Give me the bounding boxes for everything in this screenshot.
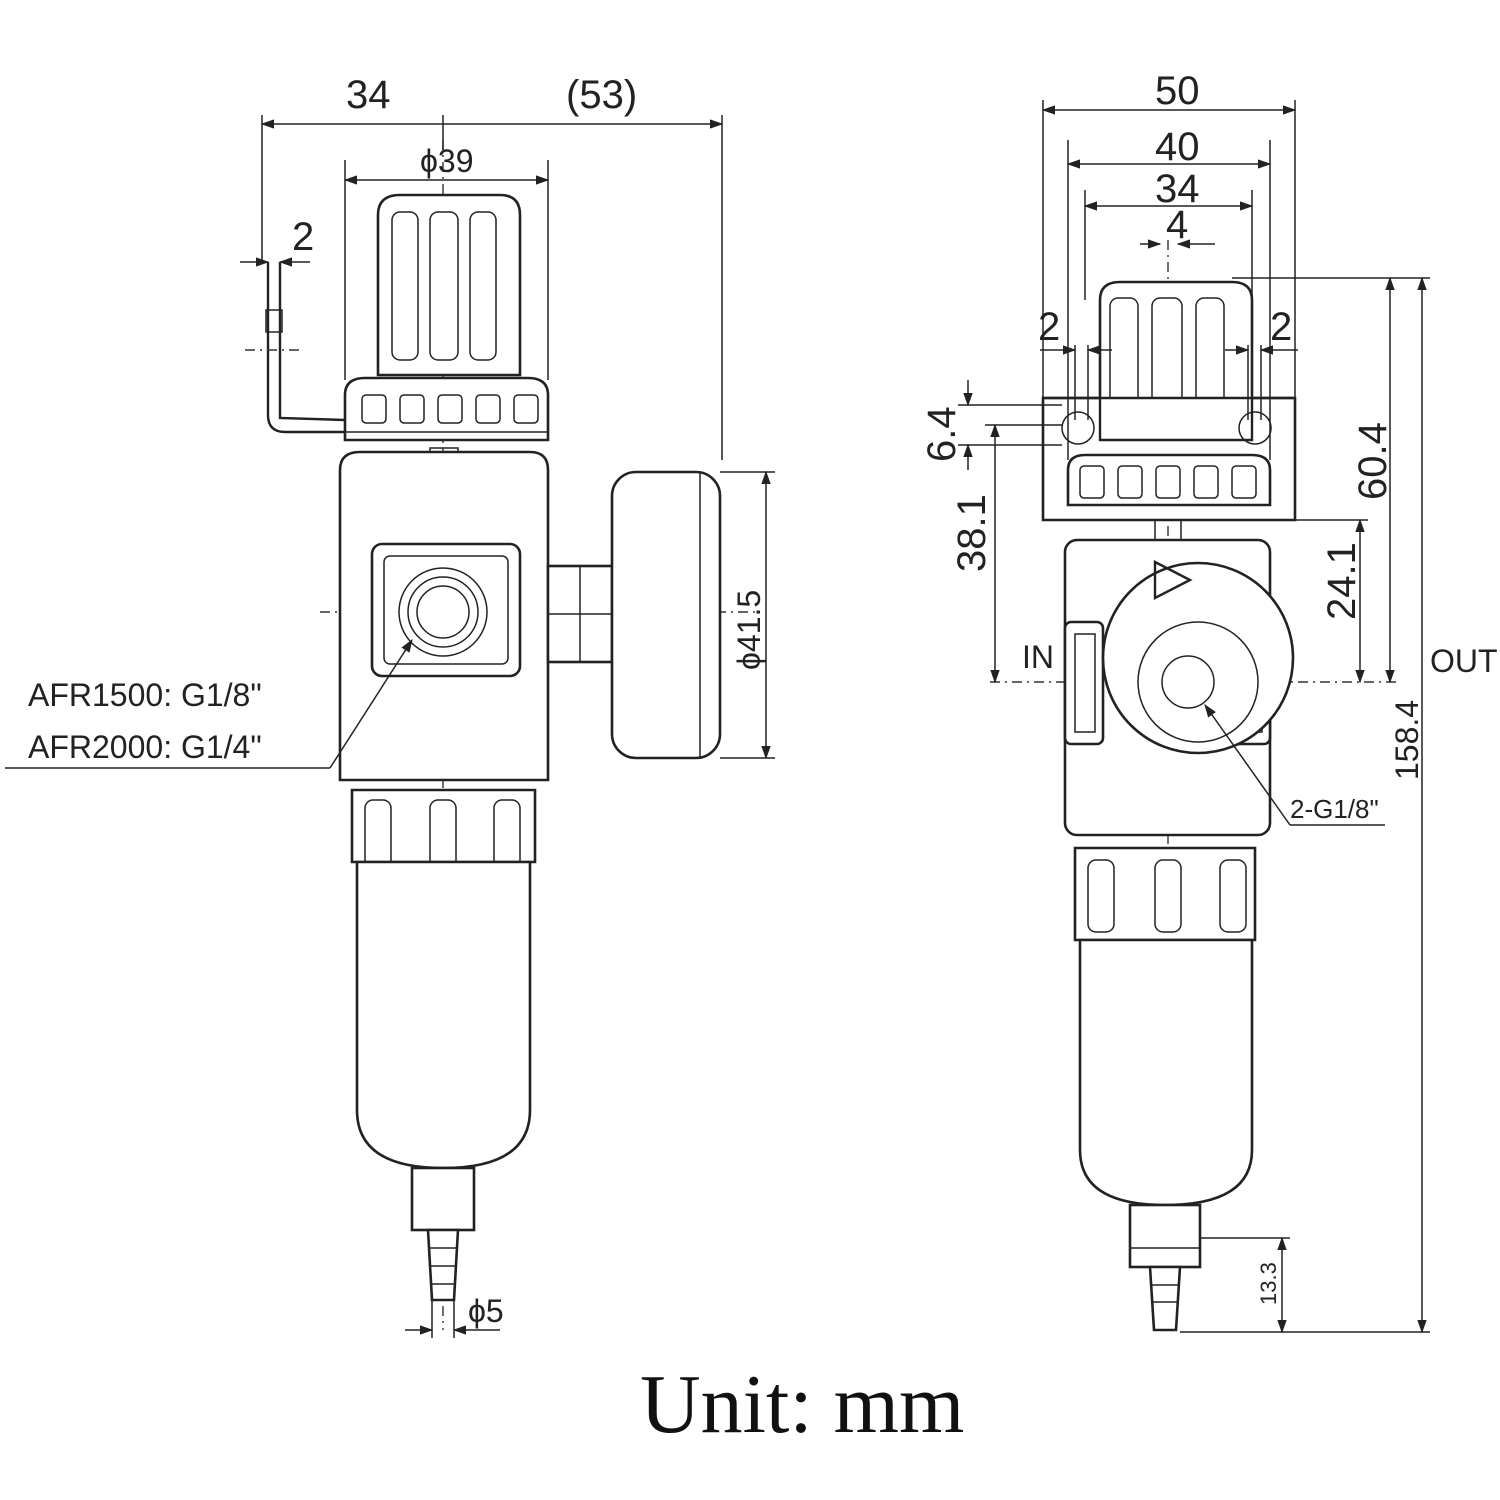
out-label: OUT	[1430, 643, 1498, 679]
dim-knob-diameter: ϕ39	[420, 143, 474, 179]
dim-drain-diameter: ϕ5	[468, 1293, 504, 1329]
dim-gap-left: 2	[1038, 305, 1060, 349]
dim-height-13-3: 13.3	[1256, 1262, 1281, 1305]
dim-height-158-4: 158.4	[1389, 700, 1425, 780]
dim-side-width-4: 4	[1166, 203, 1188, 247]
dim-front-width-right: (53)	[566, 73, 637, 117]
dim-side-width-50: 50	[1155, 69, 1200, 113]
dim-side-width-34: 34	[1155, 167, 1200, 211]
dim-height-60-4: 60.4	[1351, 422, 1395, 500]
gauge-port-label: 2-G1/8"	[1290, 794, 1379, 824]
dim-height-6-4: 6.4	[920, 406, 964, 462]
port-label-afr2000: AFR2000: G1/4"	[28, 729, 262, 765]
in-label: IN	[1022, 639, 1054, 675]
front-view: 34 (53) ϕ39 2 ϕ41.5 AFR1500: G1/8" AFR20…	[5, 73, 775, 1338]
port-label-afr1500: AFR1500: G1/8"	[28, 677, 262, 713]
dim-side-width-40: 40	[1155, 125, 1200, 169]
dim-bracket-gap: 2	[292, 215, 314, 259]
unit-label: Unit: mm	[640, 1358, 964, 1451]
dim-gauge-diameter: ϕ41.5	[731, 590, 767, 670]
dim-front-width-left: 34	[346, 73, 391, 117]
dim-height-24-1: 24.1	[1320, 542, 1364, 620]
dim-height-38-1: 38.1	[950, 494, 994, 572]
dim-gap-right: 2	[1270, 305, 1292, 349]
side-view: 50 40 34 4 2 2 6.4 38.1	[920, 69, 1498, 1334]
